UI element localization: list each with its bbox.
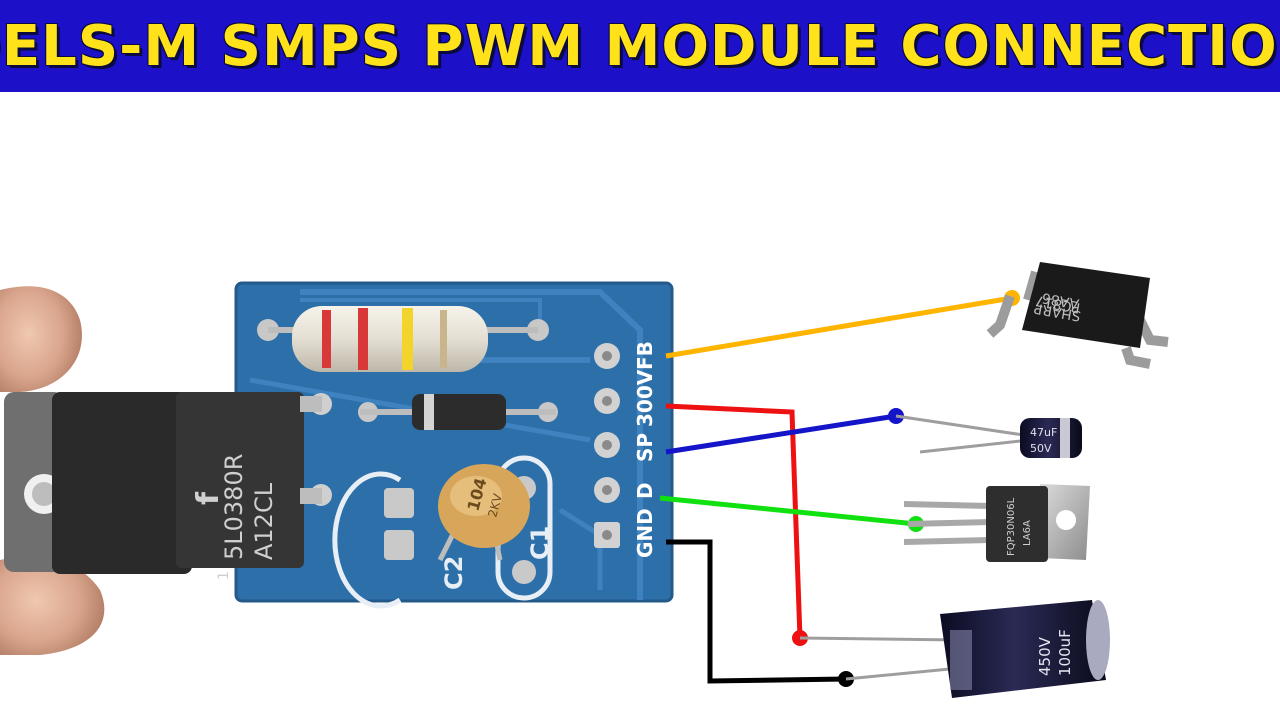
banner-title: DELS-M SMPS PWM MODULE CONNECTION [0,13,1280,79]
wiring-diagram: C2 C1 104 2KV FB 300V SP D [0,262,1169,698]
wire-d [659,495,917,527]
to220-transistor: FQP30N06L LA6A [903,484,1090,562]
pin-label-300v: 300V [633,369,657,427]
large-cap-marking-2: 450V [1036,636,1054,676]
header-pins [594,343,620,548]
resistor-band [440,310,447,368]
mosfet-body [176,392,304,568]
small-electrolytic-capacitor: 47uF 50V [895,414,1082,458]
finger-top [0,286,82,392]
c2-footprint: C2 [332,471,468,609]
wire-fb [665,295,1013,359]
resistor [292,306,488,372]
diode [358,394,558,430]
resistor-band [402,308,413,370]
to220-marking-2: LA6A [1022,520,1033,546]
ceramic-capacitor: 104 2KV [437,464,530,562]
opto-marking-2: PC817 [1034,292,1081,316]
title-banner: DELS-M SMPS PWM MODULE CONNECTION [0,0,1280,92]
mosfet-marking-2: A12CL [250,482,278,560]
pin-label-sp: SP [633,433,657,462]
large-electrolytic-capacitor: 100uF 450V [799,600,1110,698]
mosfet-logo: f [191,491,226,505]
mosfet-marking-1: 5L0380R [220,454,248,560]
resistor-band [322,310,331,368]
optocoupler-pc817: AA86 PC817 SHARP [986,262,1169,369]
opto-marking-1: AA86 [1041,289,1081,311]
ceramic-cap-marking-2: 2KV [485,491,505,518]
mosfet-5l0380r: f 5L0380R A12CL 1 [4,392,322,580]
resistor-band [358,308,368,370]
finger-bottom [0,556,105,655]
wire-sp [665,413,897,455]
mosfet-marking-3: 1 [216,571,232,580]
pin-label-fb: FB [633,341,657,370]
wire-gnd [666,539,847,684]
wire-300v [665,403,803,639]
large-cap-marking-1: 100uF [1056,629,1074,676]
small-cap-marking-1: 47uF [1030,426,1057,439]
silkscreen-c2: C2 [440,556,468,590]
to220-marking-1: FQP30N06L [1006,497,1017,556]
pin-label-gnd: GND [633,508,657,558]
pin-label-d: D [633,482,657,499]
silkscreen-c1: C1 [526,526,554,560]
hand [0,286,105,655]
pwm-module-pcb: C2 C1 104 2KV FB 300V SP D [234,281,674,609]
small-cap-marking-2: 50V [1030,442,1052,455]
